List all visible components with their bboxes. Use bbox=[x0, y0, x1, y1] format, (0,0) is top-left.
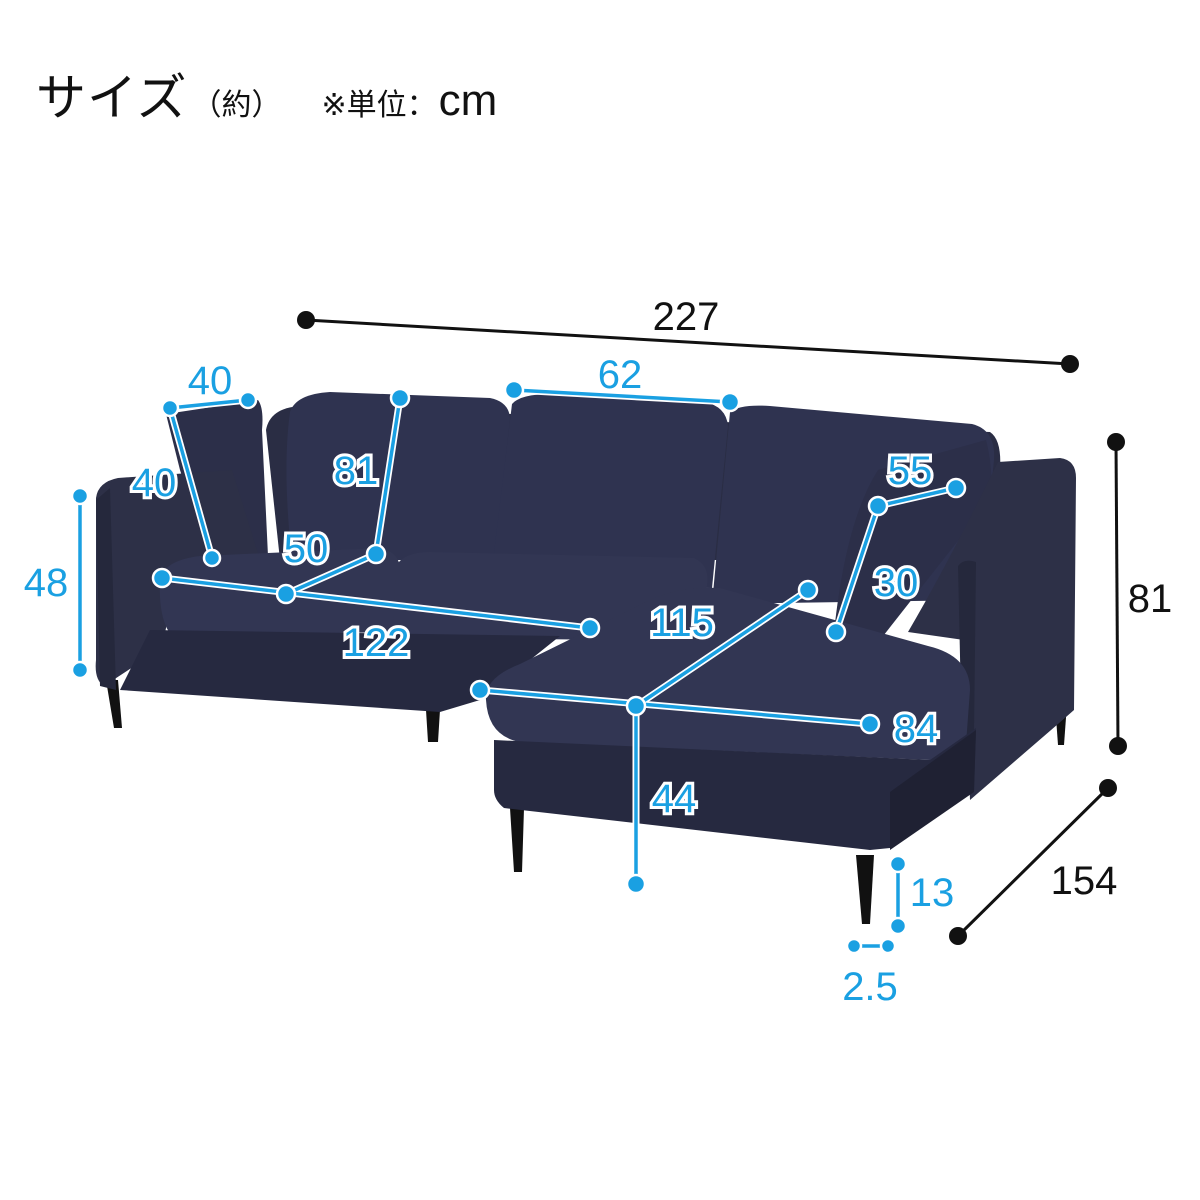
dot-right-cushion-tr bbox=[945, 477, 967, 499]
dot-back-bottom bbox=[365, 543, 387, 565]
back-cushion-width-label: 62 bbox=[598, 353, 643, 397]
leg-front-left bbox=[106, 680, 122, 728]
cushion-width-label: 40 bbox=[188, 359, 233, 403]
dot-legw-right bbox=[879, 937, 897, 955]
height-line bbox=[1114, 441, 1120, 747]
dot-seat-right bbox=[579, 617, 601, 639]
dot-legw-left bbox=[845, 937, 863, 955]
right-cushion-height-line bbox=[834, 504, 880, 634]
width-line bbox=[305, 318, 1071, 366]
width-dot-left bbox=[297, 311, 315, 329]
cushion-height-label: 40 bbox=[132, 461, 177, 505]
chaise-base bbox=[494, 728, 976, 850]
dot-floor bbox=[625, 873, 647, 895]
height-dot-top bbox=[1107, 433, 1125, 451]
arm-height-label: 48 bbox=[24, 561, 69, 605]
dot-back-cushion-left bbox=[503, 379, 525, 401]
dot-leg-bottom bbox=[888, 916, 908, 936]
depth-line bbox=[956, 786, 1110, 938]
dot-chaise-center bbox=[625, 695, 647, 717]
chaise-cushion bbox=[485, 587, 970, 760]
chaise-depth-label: 115 bbox=[650, 601, 714, 645]
depth-dot-top bbox=[1099, 779, 1117, 797]
back-height-line bbox=[374, 396, 402, 556]
leg-chaise-left bbox=[510, 808, 524, 872]
detail-dimension-labels: 40 40 48 81 50 122 62 55 30 115 84 44 13… bbox=[21, 350, 958, 1012]
depth-dot-bottom bbox=[949, 927, 967, 945]
dot-arm-bottom bbox=[70, 660, 90, 680]
dot-chaise-back bbox=[797, 579, 819, 601]
chaise-width-line bbox=[478, 688, 872, 726]
detail-dimension-dots bbox=[70, 379, 967, 955]
back-cushion-width-line bbox=[512, 388, 732, 404]
dot-seat-left bbox=[151, 567, 173, 589]
seat-width-label: 122 bbox=[343, 621, 410, 665]
overall-width-label: 227 bbox=[653, 295, 720, 339]
dot-seat-mid bbox=[275, 583, 297, 605]
dot-back-cushion-right bbox=[719, 391, 741, 413]
cushion-width-line bbox=[168, 398, 250, 410]
seat-height-label: 44 bbox=[652, 777, 697, 821]
left-arm bbox=[95, 470, 261, 686]
chaise-base-side bbox=[890, 730, 976, 850]
dot-arm-top bbox=[70, 486, 90, 506]
dot-cushion-tl bbox=[160, 398, 180, 418]
dot-back-top bbox=[389, 387, 411, 409]
leg-chaise-front bbox=[856, 855, 874, 924]
right-cushion-width-line bbox=[876, 486, 958, 508]
unit-label: cm bbox=[438, 76, 498, 125]
dot-chaise-right bbox=[859, 713, 881, 735]
right-cushion-height-label: 30 bbox=[874, 561, 919, 605]
title-note: （約） bbox=[191, 89, 282, 122]
leg-middle bbox=[426, 710, 440, 742]
title-main: サイズ bbox=[36, 70, 188, 126]
overall-height-label: 81 bbox=[1128, 577, 1173, 621]
back-cushion-left bbox=[286, 392, 510, 560]
leg-width-label: 2.5 bbox=[842, 965, 898, 1009]
dot-chaise-left bbox=[469, 679, 491, 701]
dot-right-cushion-bottom bbox=[825, 621, 847, 643]
page-title: サイズ （約） ※単位： cm bbox=[36, 58, 497, 128]
back-height-label: 81 bbox=[334, 449, 379, 493]
overall-dimensions bbox=[305, 318, 1120, 938]
height-dot-bottom bbox=[1109, 737, 1127, 755]
overall-depth-label: 154 bbox=[1051, 859, 1118, 903]
dot-right-cushion-tl bbox=[867, 495, 889, 517]
dot-leg-top bbox=[888, 854, 908, 874]
sofa-illustration bbox=[95, 392, 1076, 924]
right-cushion-width-label: 55 bbox=[888, 449, 933, 493]
back-cushion-middle bbox=[490, 394, 728, 588]
sofa-base bbox=[120, 630, 560, 712]
right-arm bbox=[908, 458, 1076, 800]
seat-depth-line bbox=[284, 552, 378, 596]
seat-depth-label: 50 bbox=[284, 527, 329, 571]
seat-width-line bbox=[160, 576, 592, 630]
width-dot-right bbox=[1061, 355, 1079, 373]
sofa-legs bbox=[106, 680, 1068, 924]
unit-note: ※単位： bbox=[321, 89, 437, 122]
left-arm-front bbox=[96, 488, 116, 690]
dot-cushion-bottom bbox=[202, 548, 222, 568]
cushion-height-line bbox=[168, 406, 214, 560]
overall-dimension-dots bbox=[297, 311, 1127, 945]
dot-cushion-tr bbox=[238, 390, 258, 410]
chaise-depth-line bbox=[634, 588, 810, 708]
leg-height-label: 13 bbox=[910, 871, 955, 915]
chaise-width-label: 84 bbox=[894, 707, 939, 751]
